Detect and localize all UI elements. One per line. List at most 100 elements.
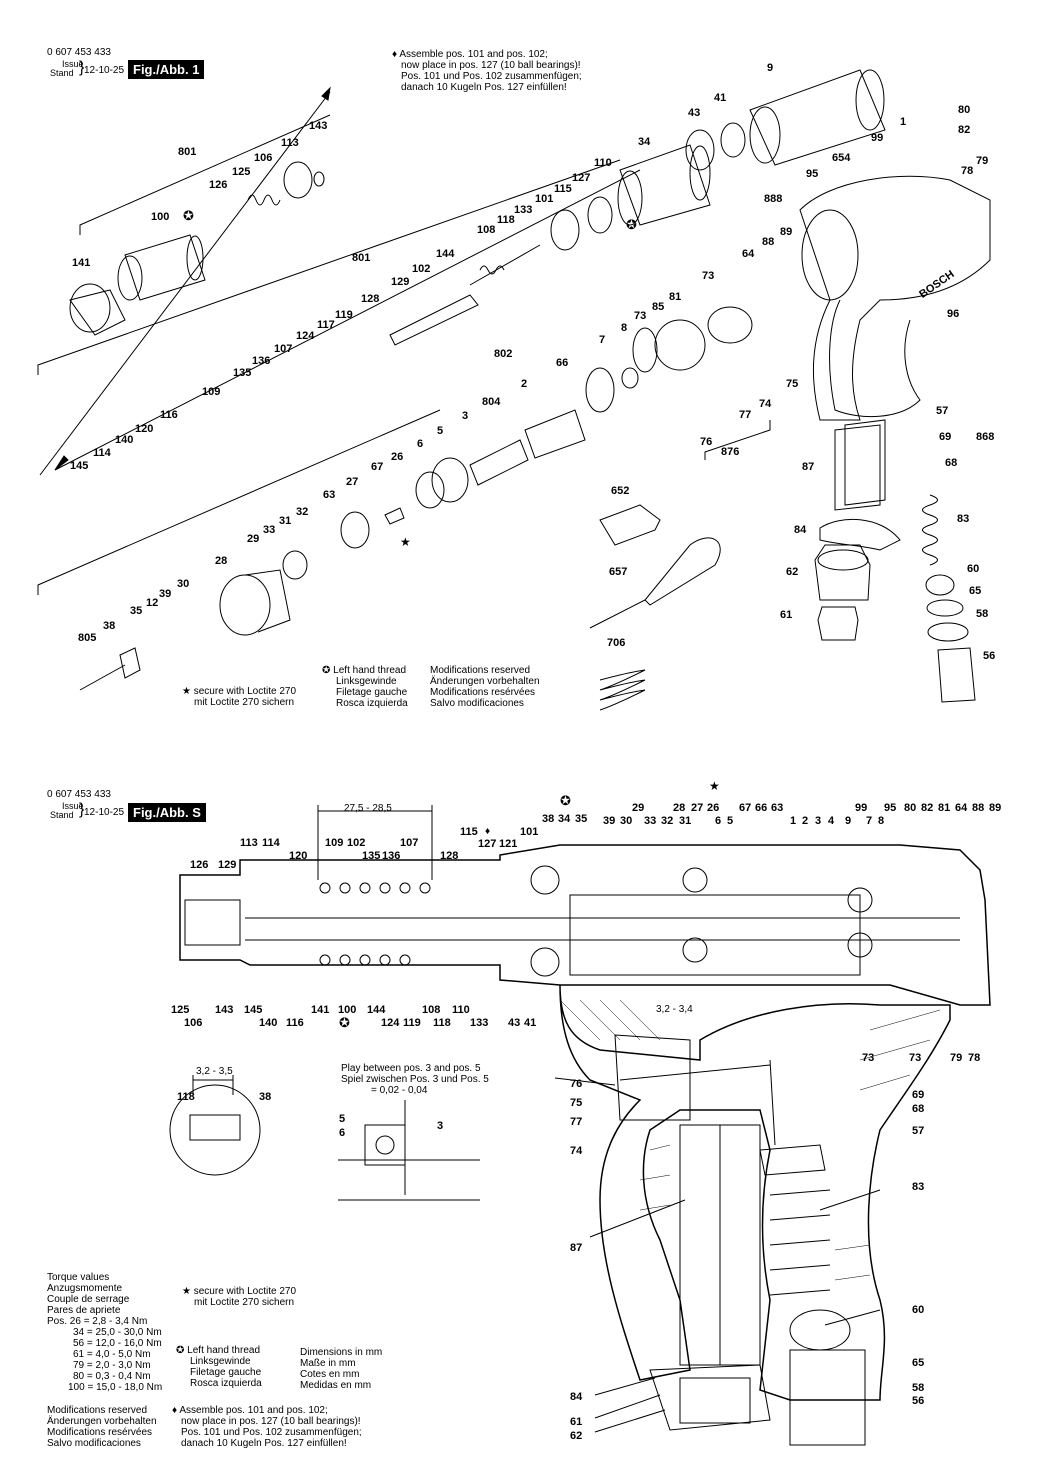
pos-label: 27 [691,802,704,814]
pos-label: 69 [939,431,952,443]
pos-label: 108 [422,1004,441,1016]
pos-label: 75 [570,1097,583,1109]
brace: } [79,801,85,818]
date-top: 12-10-25 [84,65,125,76]
pos-label: 66 [755,802,768,814]
pos-label: 113 [240,837,258,849]
pos-label: 114 [93,447,111,459]
pos-label: 34 [638,136,651,148]
pos-label: 126 [190,859,209,871]
pos-label: 9 [845,815,852,827]
torque-values: Torque values Anzugsmomente Couple de se… [47,1272,163,1393]
pos-label: 706 [607,637,626,649]
pos-label: 129 [218,859,237,871]
pos-label: 805 [78,632,97,644]
pos-label: 62 [786,566,799,578]
loctite-note-top: ★ secure with Loctite 270 mit Loctite 27… [182,686,297,708]
pos-label: 114 [262,837,280,849]
pos-label: 83 [957,513,970,525]
pos-label: 6 [715,815,722,827]
pos-label: 109 [325,837,344,849]
pos-label: 31 [679,815,692,827]
pos-label: 652 [611,485,630,497]
pos-label: 143 [309,120,328,132]
pos-label: 125 [171,1004,190,1016]
pos-label: 82 [958,124,971,136]
assemble-note-bottom: ♦ Assemble pos. 101 and pos. 102; now pl… [172,1405,362,1449]
pos-label: 65 [912,1357,925,1369]
pos-label: 12 [146,597,159,609]
pos-label: 5 [727,815,734,827]
pos-label: 58 [912,1382,925,1394]
pos-label: 26 [391,451,404,463]
fig-badge-bottom: Fig./Abb. S [128,803,206,822]
loctite-note-bottom: ★ secure with Loctite 270 mit Loctite 27… [182,1286,297,1308]
pos-label: 66 [556,357,569,369]
stand-label-top: Stand [50,68,74,78]
pos-label: 26 [707,802,720,814]
pos-label: 28 [673,802,686,814]
part-number-bottom: 0 607 453 433 [47,789,111,800]
pos-label: 5 [437,425,444,437]
brace: } [79,59,85,76]
pos-label: 120 [135,423,154,435]
pos-label: 95 [884,802,897,814]
pos-label: 657 [609,566,628,578]
pos-label: 76 [700,436,713,448]
pos-label: 64 [955,802,968,814]
pos-label: 41 [524,1017,537,1029]
pos-label: 34 [558,813,571,825]
pos-label: 119 [403,1017,421,1029]
star-icon: ★ [182,686,194,697]
pos-label: 99 [871,132,884,144]
pos-label: 128 [440,850,459,862]
pos-label: 61 [570,1416,583,1428]
pos-label: 125 [232,166,251,178]
left-thread-icon: ✪ [626,217,637,232]
diamond-icon: ♦ [392,49,400,60]
pos-label: 5 [339,1113,346,1125]
pos-label: 118 [433,1017,451,1029]
diamond-icon: ♦ [485,826,491,837]
left-thread-icon: ✪ [322,665,334,676]
pos-label: 135 [362,850,381,862]
pos-label: 119 [335,309,353,321]
pos-label: 81 [938,802,951,814]
pos-label: 115 [554,183,572,195]
pos-label: 29 [247,533,260,545]
pos-label: 33 [263,524,276,536]
pos-label: 8 [621,322,628,334]
pos-label: 101 [520,826,539,838]
fig-badge-top: Fig./Abb. 1 [128,60,205,79]
pos-label: 75 [786,378,799,390]
pos-label: 4 [828,815,835,827]
star-icon: ★ [182,1286,194,1297]
pos-label: 95 [806,168,819,180]
pos-label: 84 [794,524,807,536]
pos-label: 77 [739,409,752,421]
pos-label: 67 [739,802,752,814]
pos-label: 110 [452,1004,470,1016]
pos-label: 127 [478,838,497,850]
pos-label: 144 [436,248,455,260]
pos-label: 144 [367,1004,386,1016]
pos-label: 2 [802,815,809,827]
pos-label: 63 [771,802,784,814]
pos-label: 136 [382,850,401,862]
pos-label: 2 [521,378,528,390]
date-bottom: 12-10-25 [84,807,125,818]
pos-label: 28 [215,555,228,567]
pos-label: 85 [652,301,665,313]
pos-label: 61 [780,609,793,621]
pos-label: 110 [594,157,612,169]
pos-label: 135 [233,367,252,379]
pos-label: 101 [535,193,554,205]
pos-label: 3 [437,1120,444,1132]
pos-label: 57 [936,405,949,417]
star-icon: ★ [709,779,720,793]
pos-label: 140 [115,434,134,446]
pos-label: 73 [702,270,715,282]
pos-label: 56 [983,650,996,662]
pos-label: 43 [688,107,701,119]
pos-label: 27 [346,476,359,488]
